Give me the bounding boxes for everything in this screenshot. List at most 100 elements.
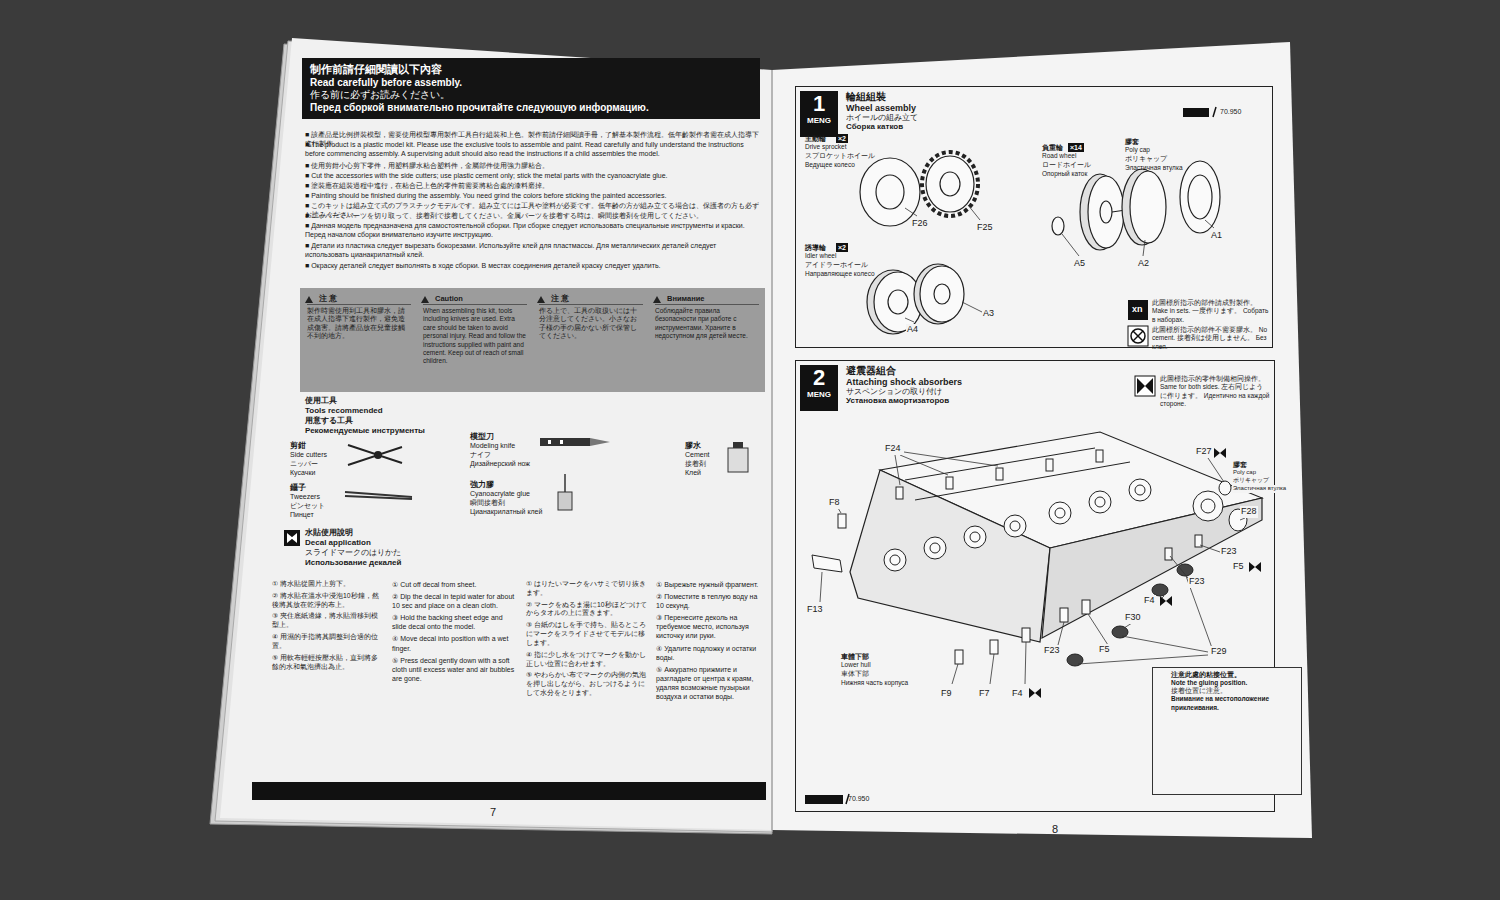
section-heading: スライドマークのはりかた [305,548,401,558]
tool-name: ピンセット [290,501,325,510]
decal-column: ① はりたいマークをハサミで切り抜きます。 ② マークをぬるま湯に10秒ほどつけて… [526,580,650,701]
part-number: F25 [976,222,994,234]
quantity: ×2 [836,134,848,143]
tool-name: 膠水 [685,441,701,451]
decal-step: ⑤ Аккуратно прижмите и разгладьте от цен… [656,665,762,701]
decal-step: ④ 用濕的手指將其調整到合適的位置。 [272,633,384,651]
part-group-name: ポリキャップ [1232,477,1270,485]
node-heading: 2 [800,366,838,390]
part-number: F30 [1124,612,1142,624]
page-number: 8 [1052,822,1058,836]
decal-step: ② Dip the decal in tepid water for about… [392,592,516,610]
tool-name: Пинцет [290,510,314,519]
section-heading: Tools recommended [305,406,383,416]
section-heading: 使用工具 [305,396,337,406]
decal-step: ⑤ 用軟布輕輕按壓水貼，直到將多餘的水和氣泡擠出為止。 [272,654,384,672]
header-bar: 制作前請仔細閱讀以下內容Read carefully before assemb… [302,58,760,119]
page-number: 7 [490,805,496,819]
part-group-name: 車体下部 [840,670,870,678]
tool-name: 剪鉗 [290,441,306,451]
node-text: Wheel assembly [846,103,1272,113]
caution-column: 注 意製作時需使用到工具和膠水，請在成人指導下進行製作，避免造成傷害。請將產品放… [304,292,414,388]
instruction-paragraph: ■ Данная модель предназначена для самост… [305,221,760,239]
node-text: Соблюдайте правила безопасности при рабо… [655,307,759,341]
part-group-name: Poly cap [1125,146,1150,154]
part-number: F13 [806,604,824,616]
tool-name: Modeling knife [470,441,515,450]
section-heading: Рекомендуемые инструменты [305,426,425,436]
part-number: F28 [1240,506,1258,518]
instruction-paragraph: ■ 塗裝應在組裝過程中進行，在粘合已上色的零件前需要將粘合處的漆料磨掉。 [305,181,760,190]
part-group-name: Ведущее колесо [805,161,855,169]
note-inset: 注意此處的粘接位置。Note the gluing position.接着位置に… [1152,667,1302,795]
tool-name: Клей [685,468,701,477]
decal-step: ② マークをぬるま湯に10秒ほどつけてからタオルの上に置きます。 [526,601,650,619]
part-number: A1 [1210,230,1223,242]
instruction-paragraph: ■ 使用剪鉗小心剪下零件，用塑料膠水粘合塑料件，金屬部件使用強力膠粘合。 [305,161,760,170]
section-heading: 水貼使用說明 [305,528,353,538]
decal-step: ① はりたいマークをハサミで切り抜きます。 [526,580,650,598]
tool-name: 模型刀 [470,432,494,442]
node-heading: 避震器組合 [846,365,1274,377]
tool-name: ニッパー [290,459,318,468]
instruction-paragraph: ■ The product is a plastic model kit. Pl… [305,140,760,158]
part-number: F5 [1098,644,1111,656]
part-number: F9 [940,688,953,700]
quantity: ×14 [1068,143,1084,152]
tool-name: Цианакрилатный клей [470,507,542,516]
decal-column: ① 將水貼從圖片上剪下。② 將水貼在溫水中浸泡10秒鐘，然後將其放在乾淨的布上。… [272,580,384,674]
decal-step: ① Cut off decal from sheet. [392,580,516,589]
decal-column: ① Cut off decal from sheet. ② Dip the dec… [392,580,516,686]
section-heading: Использование декалей [305,558,401,568]
tool-name: Кусачки [290,468,315,477]
part-number: F24 [884,443,902,455]
instruction-paragraph: ■ Cut the accessories with the side cutt… [305,171,760,180]
instruction-paragraph: ■ Окраску деталей следует выполнять в хо… [305,261,760,270]
step-badge: 2MENG [800,365,838,411]
part-group-name: Эластичная втулка [1125,164,1183,172]
part-number: F4 [1011,688,1024,700]
decal-step: ④ Удалите подложку и остатки воды. [656,644,762,662]
decal-step: ③ Hold the backing sheet edge and slide … [392,613,516,631]
part-group-name: スプロケットホイール [805,152,875,160]
decal-step: ① Вырежьте нужный фрагмент. [656,580,762,589]
part-number: F8 [828,497,841,509]
node-heading: Внимание [655,294,759,305]
part-number: F26 [911,218,929,230]
caution-column: CautionWhen assembling this kit, tools i… [420,292,530,388]
part-number: A5 [1073,258,1086,270]
part-group-name: 負重輪 [1042,143,1063,152]
part-group-name: Drive sprocket [805,143,847,151]
tool-name: Дизайнерский нож [470,459,530,468]
part-group-name: 膠套 [1125,137,1139,146]
part-group-name: 誘導輪 [805,243,826,252]
legend-text: 此圖標指示的零件制備相同操作。 Same for both sides. 左右同… [1160,375,1270,409]
part-group-name: 主動輪 [805,134,826,143]
tool-name: Tweezers [290,492,320,501]
part-group-name: Poly cap [1232,469,1257,477]
instruction-paragraph: ■ ニッパーでパーツを切り取って、接着剤で接着してください。金属パーツを接着する… [305,211,760,220]
node-text: Перед сборкой внимательно прочитайте сле… [310,102,752,115]
tool-name: 瞬間接着剤 [470,498,505,507]
decal-step: ② 將水貼在溫水中浸泡10秒鐘，然後將其放在乾淨的布上。 [272,592,384,610]
part-number: A2 [1137,258,1150,270]
part-number: A4 [906,324,919,336]
kit-number: 70.950 [1220,107,1241,116]
decal-step: ③ 夾住底紙邊緣，將水貼滑移到模型上。 [272,612,384,630]
tool-name: Cyanoacrylate glue [470,489,530,498]
part-number: F5 [1232,561,1245,573]
instruction-paragraph: ■ Painting should be finished during the… [305,191,760,200]
node-text: 製作時需使用到工具和膠水，請在成人指導下進行製作，避免造成傷害。請將產品放在兒童… [307,307,411,341]
decal-step: ② Поместите в теплую воду на 10 секунд. [656,592,762,610]
legend-text: 此圖標所指示的部件請成對製作。 Make in sets. 一度作ります。 Со… [1152,299,1270,324]
part-group-name: Road wheel [1042,152,1076,160]
decal-column: ① Вырежьте нужный фрагмент. ② Поместите в… [656,580,762,704]
decal-step: ⑤ やわらかい布でマークの内側の気泡を押し出しながら、おしつけるようにして水分を… [526,671,650,697]
kit-number: 70.950 [848,794,869,803]
node-text: Внимание на местоположение приклеивания. [1171,695,1297,711]
tool-name: 強力膠 [470,480,494,490]
caution-column: ВниманиеСоблюдайте правила безопасности … [652,292,762,388]
tool-name: 接着剤 [685,459,706,468]
tool-name: Side cutters [290,450,327,459]
tool-name: ナイフ [470,450,491,459]
